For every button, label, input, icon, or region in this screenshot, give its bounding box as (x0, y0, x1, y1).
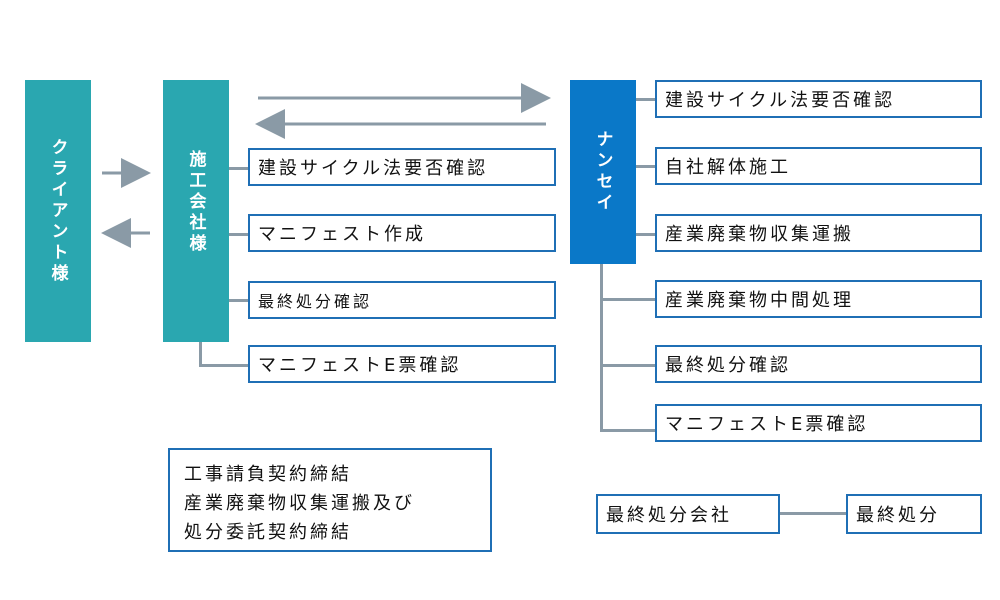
final-disposal: 最終処分 (846, 494, 982, 534)
contractor-item-recycle-check: 建設サイクル法要否確認 (248, 148, 556, 186)
nansei-item-intermediate-treatment: 産業廃棄物中間処理 (655, 280, 982, 318)
nansei-column: ナンセイ (570, 80, 636, 264)
contractor-branch-2 (229, 233, 249, 236)
final-connector (780, 512, 846, 515)
contractor-item-manifest-e-check: マニフェストE票確認 (248, 345, 556, 383)
nansei-branch-2 (636, 165, 656, 168)
nansei-item-demolition: 自社解体施工 (655, 147, 982, 185)
contracts-line-2: 産業廃棄物収集運搬及び (184, 493, 415, 514)
contractor-column: 施工会社様 (163, 80, 229, 342)
nansei-branch-6 (600, 429, 656, 432)
contracts-note: 工事請負契約締結 産業廃棄物収集運搬及び 処分委託契約締結 (168, 448, 492, 552)
contractor-label: 施工会社様 (185, 150, 206, 255)
contractor-branch-3 (229, 299, 249, 302)
nansei-branch-4 (600, 298, 656, 301)
nansei-trunk (600, 264, 603, 431)
nansei-item-final-check: 最終処分確認 (655, 345, 982, 383)
contractor-item-manifest-create: マニフェスト作成 (248, 214, 556, 252)
nansei-branch-3 (636, 233, 656, 236)
client-column: クライアント様 (25, 80, 91, 342)
contracts-line-3: 処分委託契約締結 (184, 522, 352, 543)
nansei-branch-5 (600, 364, 656, 367)
client-label: クライアント様 (47, 137, 68, 285)
nansei-item-manifest-e-check: マニフェストE票確認 (655, 404, 982, 442)
contracts-line-1: 工事請負契約締結 (184, 464, 352, 485)
nansei-label: ナンセイ (592, 130, 613, 214)
contractor-item-final-check: 最終処分確認 (248, 281, 556, 319)
contractor-branch-1 (229, 167, 249, 170)
final-disposal-company: 最終処分会社 (596, 494, 780, 534)
nansei-item-collection-transport: 産業廃棄物収集運搬 (655, 214, 982, 252)
nansei-item-recycle-check: 建設サイクル法要否確認 (655, 80, 982, 118)
contractor-branch-4 (199, 364, 249, 367)
contractor-trunk (199, 342, 202, 366)
nansei-branch-1 (636, 98, 656, 101)
